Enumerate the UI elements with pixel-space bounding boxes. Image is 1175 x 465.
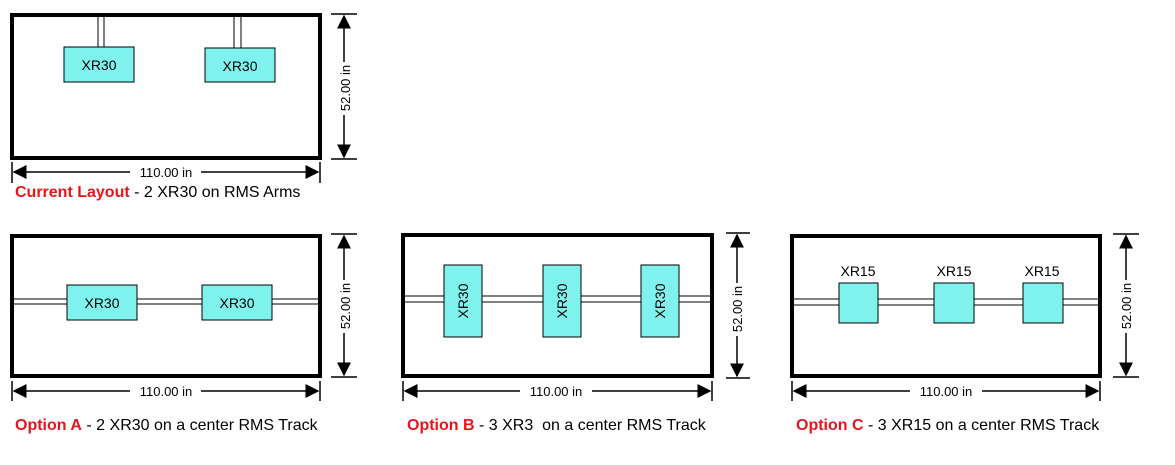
rms-arm bbox=[233, 17, 242, 48]
svg-text:52.00 in: 52.00 in bbox=[338, 283, 353, 329]
width-dimension: 110.00 in bbox=[791, 381, 1101, 401]
height-dimension: 52.00 in bbox=[331, 233, 357, 378]
option-a-panel: XR30 XR30 52.00 in 110.00 in bbox=[10, 233, 357, 401]
xr30-unit: XR30 bbox=[63, 46, 135, 83]
svg-text:110.00 in: 110.00 in bbox=[920, 384, 973, 399]
xr30-unit: XR30 bbox=[640, 264, 680, 338]
caption-option-b: Option B - 3 XR3 on a center RMS Track bbox=[407, 417, 706, 435]
caption-highlight: Current Layout bbox=[15, 184, 130, 201]
current-layout-panel: XR30 XR30 52.00 in 110.00 in bbox=[10, 13, 357, 183]
svg-text:XR30: XR30 bbox=[222, 58, 257, 74]
svg-text:XR30: XR30 bbox=[652, 283, 668, 318]
svg-text:XR30: XR30 bbox=[554, 283, 570, 318]
caption-highlight: Option C bbox=[796, 417, 864, 434]
svg-text:XR30: XR30 bbox=[84, 295, 119, 311]
caption-text: - 2 XR30 on RMS Arms bbox=[129, 184, 301, 201]
xr30-unit: XR30 bbox=[66, 284, 138, 321]
svg-text:52.00 in: 52.00 in bbox=[1119, 283, 1134, 329]
height-dimension: 52.00 in bbox=[726, 232, 750, 379]
svg-text:XR30: XR30 bbox=[455, 283, 471, 318]
xr30-unit: XR30 bbox=[201, 284, 273, 321]
xr30-unit: XR30 bbox=[542, 264, 582, 338]
svg-text:XR15: XR15 bbox=[1024, 263, 1059, 279]
svg-text:110.00 in: 110.00 in bbox=[530, 384, 583, 399]
width-dimension: 110.00 in bbox=[402, 381, 713, 401]
option-b-panel: XR30 XR30 XR30 52.00 in 110.00 in bbox=[401, 232, 750, 401]
svg-text:52.00 in: 52.00 in bbox=[730, 286, 745, 332]
svg-text:110.00 in: 110.00 in bbox=[140, 384, 193, 399]
caption-highlight: Option B bbox=[407, 417, 475, 434]
caption-text: - 3 XR3 on a center RMS Track bbox=[474, 417, 706, 434]
svg-text:XR15: XR15 bbox=[840, 263, 875, 279]
caption-option-a: Option A - 2 XR30 on a center RMS Track bbox=[15, 417, 318, 435]
height-dimension: 52.00 in bbox=[1113, 233, 1139, 378]
floor-outline bbox=[10, 13, 322, 160]
caption-highlight: Option A bbox=[15, 417, 82, 434]
width-dimension: 110.00 in bbox=[11, 381, 321, 401]
width-dimension: 110.00 in bbox=[11, 162, 321, 183]
height-dimension: 52.00 in bbox=[331, 13, 357, 160]
caption-text: - 2 XR30 on a center RMS Track bbox=[81, 417, 318, 434]
rms-arm bbox=[97, 17, 105, 48]
floor-outline bbox=[10, 234, 322, 378]
xr15-unit: XR15 bbox=[838, 263, 879, 324]
xr30-unit: XR30 bbox=[443, 264, 483, 338]
svg-text:52.00 in: 52.00 in bbox=[338, 65, 353, 111]
option-c-panel: XR15 XR15 XR15 52.00 in 110.00 in bbox=[790, 233, 1139, 401]
caption-current-layout: Current Layout - 2 XR30 on RMS Arms bbox=[15, 184, 300, 202]
svg-text:XR30: XR30 bbox=[219, 295, 254, 311]
svg-text:110.00 in: 110.00 in bbox=[140, 165, 193, 180]
caption-text: - 3 XR15 on a center RMS Track bbox=[863, 417, 1100, 434]
xr15-unit: XR15 bbox=[1022, 263, 1064, 324]
caption-option-c: Option C - 3 XR15 on a center RMS Track bbox=[796, 417, 1099, 435]
xr15-unit: XR15 bbox=[933, 263, 975, 324]
svg-text:XR15: XR15 bbox=[936, 263, 971, 279]
svg-text:XR30: XR30 bbox=[81, 57, 116, 73]
xr30-unit: XR30 bbox=[204, 47, 276, 83]
